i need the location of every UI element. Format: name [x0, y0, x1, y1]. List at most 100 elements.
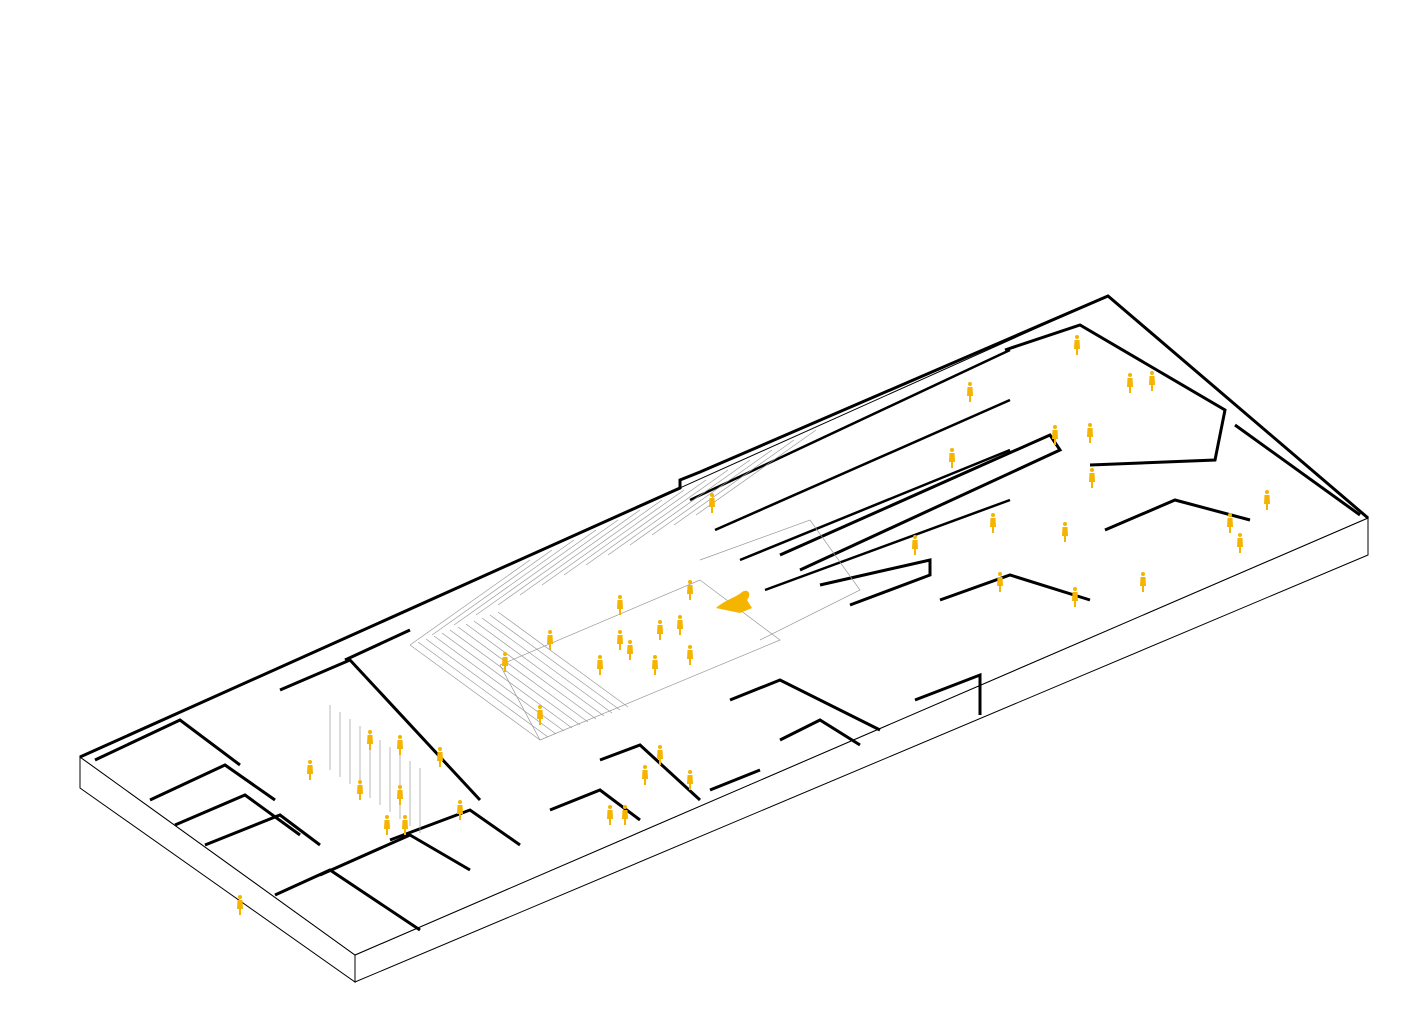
- person-figure: [1264, 490, 1270, 510]
- shelf-line-5: [449, 629, 581, 726]
- auditorium-floor: [499, 579, 781, 741]
- shelf-line-10: [489, 614, 621, 711]
- people-figures: [237, 335, 1270, 915]
- person-figure: [1089, 468, 1095, 488]
- corridor-wall-0: [689, 348, 1011, 502]
- person-figure: [997, 572, 1003, 592]
- seat-row-9: [607, 469, 729, 556]
- corridor-wall-3: [764, 498, 1011, 592]
- person-figure: [1087, 423, 1093, 443]
- wall-back: [79, 294, 1369, 759]
- person-figure: [397, 785, 403, 805]
- person-figure: [537, 705, 543, 725]
- reception-block: [819, 558, 932, 607]
- person-figure: [687, 580, 693, 600]
- seat-row-1: [431, 549, 553, 636]
- seat-row-6: [541, 499, 663, 586]
- person-figure: [357, 780, 363, 800]
- person-figure: [397, 735, 403, 755]
- seat-row-0: [409, 559, 531, 646]
- person-figure: [687, 770, 693, 790]
- shelf-line-7: [465, 623, 597, 720]
- office-block: [1004, 323, 1227, 467]
- person-figure: [1149, 371, 1155, 391]
- person-figure: [237, 895, 243, 915]
- person-figure: [617, 595, 623, 615]
- person-figure: [367, 730, 373, 750]
- grand-piano-figure: [716, 590, 752, 613]
- person-figure: [627, 640, 633, 660]
- person-figure: [597, 655, 603, 675]
- shelf-line-11: [497, 611, 629, 708]
- wall-right: [1234, 423, 1361, 517]
- person-figure: [1237, 533, 1243, 553]
- person-figure: [1074, 335, 1080, 355]
- seat-row-5: [519, 509, 641, 596]
- person-figure: [1227, 513, 1233, 533]
- interior-wall-7: [389, 808, 521, 847]
- person-figure: [437, 747, 443, 767]
- interior-wall-12: [709, 768, 761, 792]
- interior-wall-10: [729, 678, 881, 732]
- person-figure: [652, 655, 658, 675]
- desk-cluster-1: [1104, 498, 1251, 532]
- person-figure: [384, 815, 390, 835]
- desk-cluster-2: [939, 573, 1091, 602]
- building-slab: [79, 295, 1369, 983]
- corridor-wall-1: [714, 398, 1011, 532]
- shelf-line-9: [481, 617, 613, 714]
- seat-row-8: [585, 479, 707, 566]
- person-figure: [709, 493, 715, 513]
- auditorium-wall: [344, 628, 411, 662]
- seat-row-10: [629, 459, 751, 546]
- interior-wall-0: [94, 718, 241, 767]
- person-figure: [502, 652, 508, 672]
- person-figure: [1127, 373, 1133, 393]
- interior-wall-11: [779, 718, 861, 747]
- person-figure: [547, 630, 553, 650]
- interior-wall-3: [204, 813, 321, 847]
- shelf-line-0: [409, 644, 541, 741]
- furniture-and-shelving: [329, 429, 861, 833]
- person-figure: [657, 620, 663, 640]
- seat-row-4: [497, 519, 619, 606]
- person-figure: [990, 513, 996, 533]
- seat-row-13: [695, 429, 817, 516]
- shelf-line-2: [425, 638, 557, 735]
- shelf-line-6: [457, 626, 589, 723]
- interior-wall-6: [319, 833, 471, 877]
- person-figure: [657, 745, 663, 765]
- person-figure: [1072, 587, 1078, 607]
- person-figure: [642, 765, 648, 785]
- seat-row-12: [673, 439, 795, 526]
- wall-step: [914, 672, 982, 715]
- interior-wall-9: [599, 743, 702, 802]
- person-figure: [307, 760, 313, 780]
- person-figure: [607, 805, 613, 825]
- person-figure: [1062, 522, 1068, 542]
- person-figure: [687, 645, 693, 665]
- person-figure: [622, 805, 628, 825]
- interior-wall-4: [279, 658, 482, 802]
- shelf-line-8: [473, 620, 605, 717]
- interior-wall-2: [174, 793, 301, 837]
- person-figure: [402, 815, 408, 835]
- seat-row-11: [651, 449, 773, 536]
- shelf-line-1: [417, 641, 549, 738]
- person-figure: [457, 800, 463, 820]
- interior-wall-1: [149, 763, 276, 802]
- person-figure: [617, 630, 623, 650]
- seat-row-2: [453, 539, 575, 626]
- person-figure: [677, 615, 683, 635]
- person-figure: [949, 448, 955, 468]
- seat-row-3: [475, 529, 597, 616]
- person-figure: [1052, 425, 1058, 445]
- person-figure: [967, 382, 973, 402]
- seat-row-7: [563, 489, 685, 576]
- person-figure: [912, 535, 918, 555]
- person-figure: [1140, 572, 1146, 592]
- corridor-wall-2: [739, 448, 1011, 562]
- shelf-line-4: [441, 632, 573, 729]
- stage-platform: [699, 519, 861, 641]
